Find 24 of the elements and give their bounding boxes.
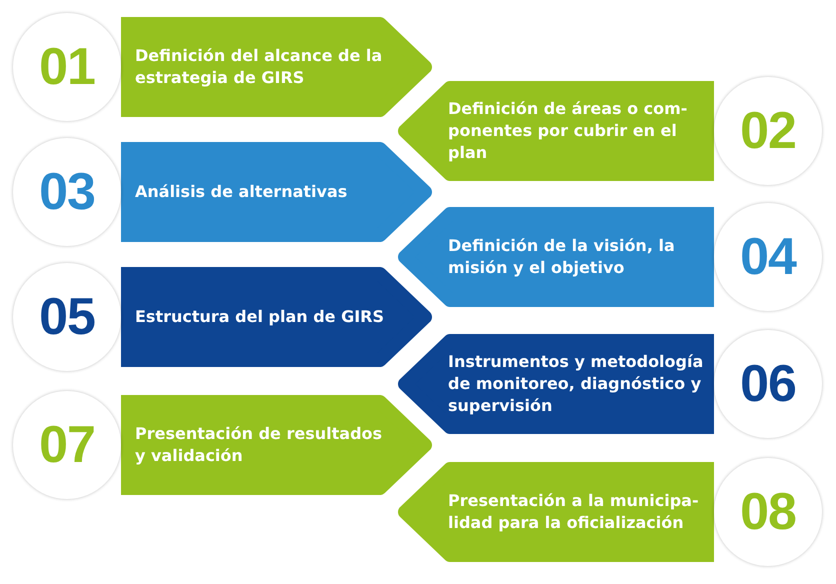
step-number: 03: [39, 166, 95, 218]
step-title: Análisis de alternativas: [135, 181, 348, 203]
step-number: 06: [740, 358, 796, 410]
step-title: Estructura del plan de GIRS: [135, 306, 386, 328]
step-banner: [121, 142, 432, 242]
step-title: Instrumentos y metodología de monitoreo, diagnóstico y supervisión: [448, 351, 704, 417]
step-title: Definición de la visión, la misión y el objetivo: [448, 235, 676, 279]
step-banner: [121, 17, 432, 117]
step-title: Presentación de resultados y validación: [135, 423, 384, 467]
step-banner: [121, 267, 432, 367]
step-title: Definición del alcance de la estrategia de GIRS: [135, 45, 384, 89]
step-number: 05: [39, 291, 95, 343]
step-banner: [398, 207, 714, 307]
step-title: Definición de áreas o com- ponentes por cubrir en el plan: [448, 98, 688, 164]
step-number: 07: [39, 419, 95, 471]
step-banner: [121, 395, 432, 495]
step-banner: [398, 81, 714, 181]
step-title: Presentación a la municipa- lidad para la oficialización: [448, 490, 700, 534]
step-number: 04: [740, 231, 796, 283]
step-number: 01: [39, 41, 95, 93]
step-number: 08: [740, 486, 796, 538]
step-banner: [398, 334, 714, 434]
step-banner: [398, 462, 714, 562]
step-number: 02: [740, 105, 796, 157]
